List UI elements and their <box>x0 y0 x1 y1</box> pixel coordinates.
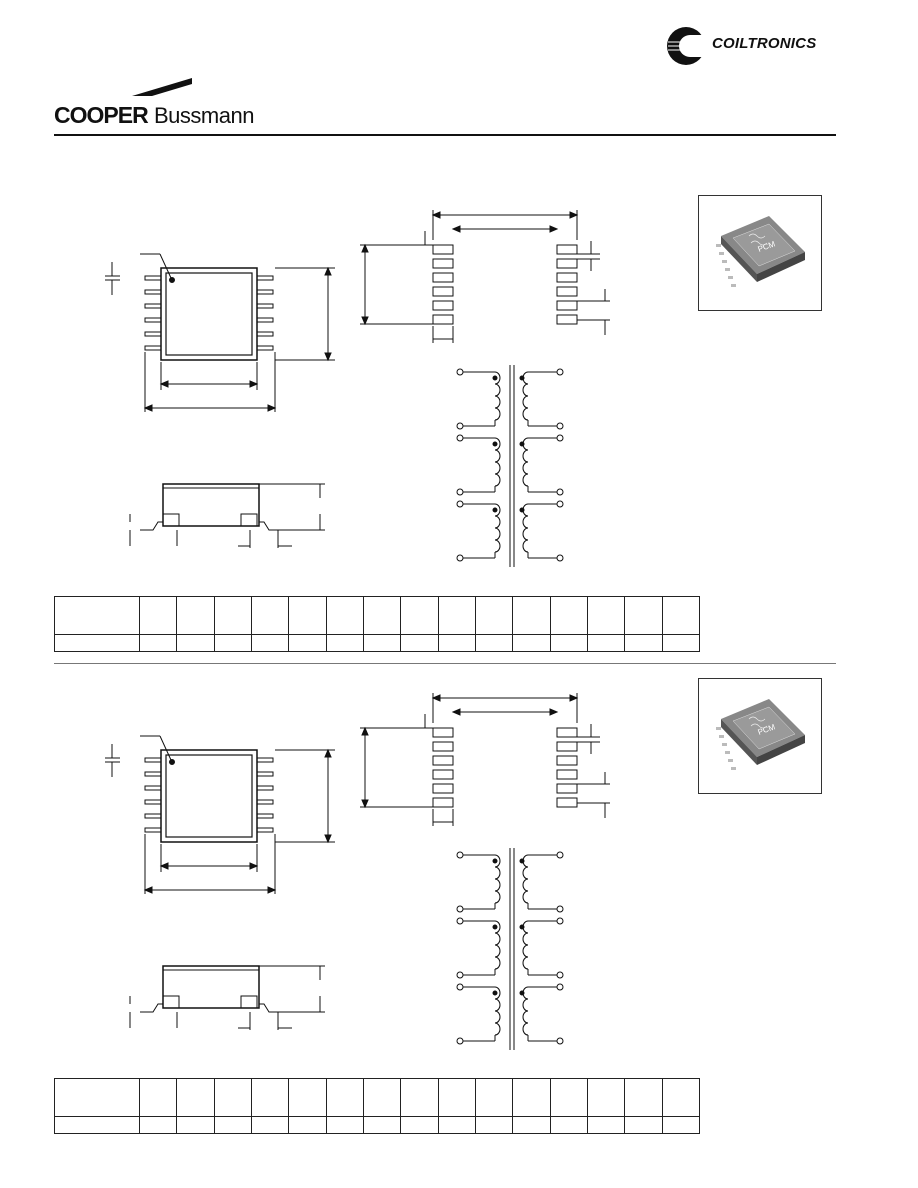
coiltronics-logo: COILTRONICS <box>664 24 844 68</box>
brand-bussmann: Bussmann <box>154 103 254 128</box>
top-view-drawing <box>105 253 335 412</box>
table-cell <box>325 1116 364 1134</box>
table-cell <box>325 1078 364 1117</box>
spec-table <box>54 596 701 652</box>
side-view-drawing <box>129 483 325 548</box>
table-cell <box>661 1116 701 1134</box>
table-cell <box>400 634 439 652</box>
table-cell <box>250 1078 290 1117</box>
table-cell <box>176 634 215 652</box>
table-cell <box>437 1078 476 1117</box>
pcm-module-image: PCM <box>716 216 805 287</box>
table-cell <box>586 1116 626 1134</box>
table-cell <box>176 1116 215 1134</box>
table-cell <box>288 1078 327 1117</box>
coiltronics-c-mark-icon <box>667 27 708 65</box>
pad-layout-drawing <box>360 210 610 343</box>
table-cell <box>661 596 701 635</box>
table-cell <box>549 634 588 652</box>
table-cell <box>138 634 178 652</box>
table-cell <box>213 596 252 635</box>
table-cell <box>250 1116 290 1134</box>
logo-slash-mark <box>132 78 192 96</box>
table-header-row <box>54 1078 701 1117</box>
table-cell <box>325 596 364 635</box>
table-cell <box>661 634 701 652</box>
schematic-drawing <box>456 848 564 1050</box>
table-cell <box>586 634 626 652</box>
product-photo: PCM <box>698 195 822 311</box>
table-cell <box>213 634 252 652</box>
table-cell <box>474 1116 514 1134</box>
table-cell <box>54 596 140 635</box>
table-cell <box>54 1116 140 1134</box>
table-cell <box>586 1078 626 1117</box>
section-divider <box>54 663 836 664</box>
table-cell <box>213 1078 252 1117</box>
table-cell <box>549 1116 588 1134</box>
table-cell <box>437 634 476 652</box>
side-view-drawing <box>129 965 325 1030</box>
header-rule <box>54 134 836 136</box>
table-cell <box>474 1078 514 1117</box>
table-row <box>54 1116 701 1134</box>
table-cell <box>586 596 626 635</box>
table-cell <box>288 1116 327 1134</box>
brand-cooper: COOPER <box>54 102 149 128</box>
table-cell <box>362 634 402 652</box>
table-cell <box>176 596 215 635</box>
pad-layout-drawing <box>360 693 610 826</box>
table-cell <box>474 596 514 635</box>
table-cell <box>624 1116 663 1134</box>
table-cell <box>362 1116 402 1134</box>
table-cell <box>512 596 551 635</box>
table-row <box>54 634 701 652</box>
table-header-row <box>54 596 701 635</box>
table-cell <box>400 1116 439 1134</box>
table-cell <box>325 634 364 652</box>
table-cell <box>138 1078 178 1117</box>
table-cell <box>54 1078 140 1117</box>
table-cell <box>549 1078 588 1117</box>
table-cell <box>138 596 178 635</box>
schematic-drawing <box>456 365 564 567</box>
table-cell <box>512 1078 551 1117</box>
table-cell <box>512 634 551 652</box>
table-cell <box>54 634 140 652</box>
table-cell <box>213 1116 252 1134</box>
table-cell <box>288 596 327 635</box>
table-cell <box>437 1116 476 1134</box>
cooper-bussmann-logo: COOPER Bussmann <box>54 78 274 128</box>
table-cell <box>288 634 327 652</box>
table-cell <box>624 634 663 652</box>
pcm-module-image: PCM <box>716 699 805 770</box>
table-cell <box>250 634 290 652</box>
table-cell <box>362 1078 402 1117</box>
brand-coiltronics: COILTRONICS <box>712 35 817 52</box>
table-cell <box>250 596 290 635</box>
table-cell <box>176 1078 215 1117</box>
table-cell <box>138 1116 178 1134</box>
table-cell <box>437 596 476 635</box>
table-cell <box>624 596 663 635</box>
table-cell <box>362 596 402 635</box>
table-cell <box>512 1116 551 1134</box>
product-photo: PCM <box>698 678 822 794</box>
table-cell <box>400 1078 439 1117</box>
table-cell <box>624 1078 663 1117</box>
table-cell <box>400 596 439 635</box>
table-cell <box>661 1078 701 1117</box>
table-cell <box>549 596 588 635</box>
spec-table <box>54 1078 701 1134</box>
table-cell <box>474 634 514 652</box>
top-view-drawing <box>105 735 335 894</box>
